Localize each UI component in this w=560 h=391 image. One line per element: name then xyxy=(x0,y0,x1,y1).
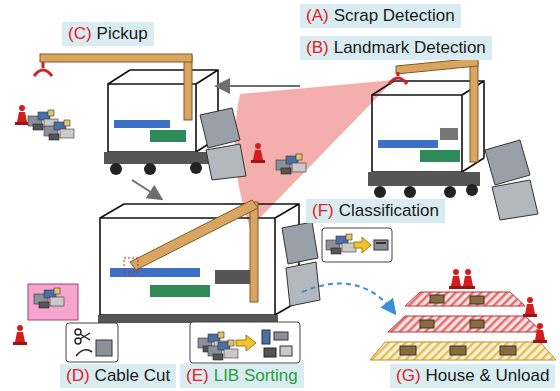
step-name: Landmark Detection xyxy=(334,38,486,57)
step-letter: (F) xyxy=(312,201,334,220)
cable-cut-inset xyxy=(66,323,118,362)
step-name: Classification xyxy=(339,201,439,220)
flow-arrow xyxy=(218,85,300,87)
transfer-arrow xyxy=(302,284,394,312)
step-name: LIB Sorting xyxy=(214,366,298,385)
step-letter: (E) xyxy=(186,366,209,385)
step-letter: (A) xyxy=(306,6,329,25)
step-letter: (D) xyxy=(66,366,90,385)
step-name: Cable Cut xyxy=(95,366,171,385)
flow-arrow xyxy=(132,180,160,198)
step-letter: (C) xyxy=(68,24,92,43)
lib-sorting-inset xyxy=(190,322,300,363)
detection-robot xyxy=(235,58,538,228)
step-name: Pickup xyxy=(97,24,148,43)
step-label: (A) Scrap Detection xyxy=(300,4,461,28)
cut-station xyxy=(28,284,78,320)
step-label: (B) Landmark Detection xyxy=(300,36,492,60)
step-letter: (B) xyxy=(306,38,329,57)
step-label: (F) Classification xyxy=(306,199,445,223)
step-label: (D) Cable Cut xyxy=(60,364,176,388)
storage-layers xyxy=(370,269,556,360)
step-label: (C) Pickup xyxy=(62,22,154,46)
pickup-robot xyxy=(15,54,246,180)
classification-inset xyxy=(322,228,392,262)
step-label: (G) House & Unload xyxy=(390,364,555,388)
step-letter: (G) xyxy=(396,366,421,385)
step-label: (E) LIB Sorting xyxy=(180,364,304,388)
step-name: Scrap Detection xyxy=(334,6,455,25)
step-name: House & Unload xyxy=(426,366,550,385)
